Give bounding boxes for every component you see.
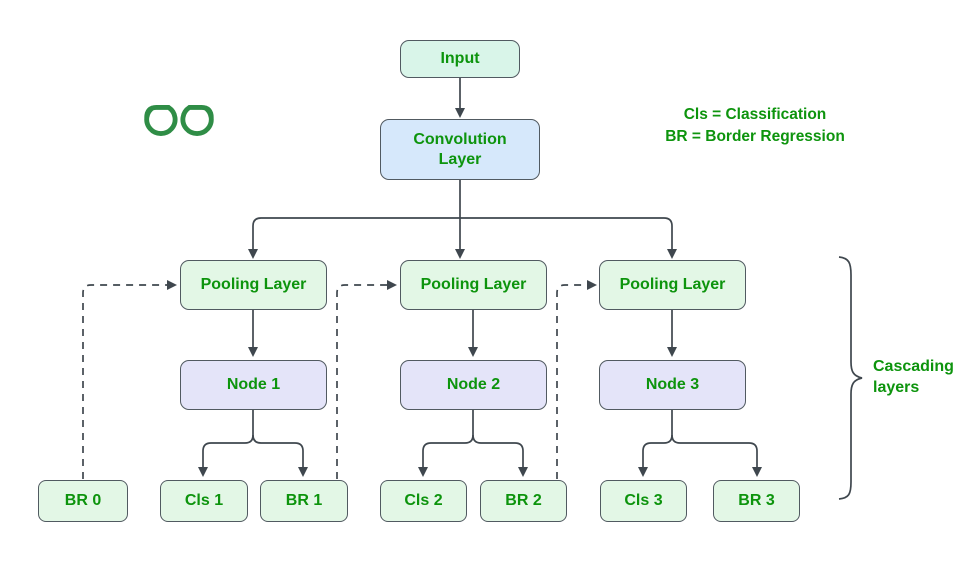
logo-right-g (180, 105, 214, 137)
node-pooling-layer-1: Pooling Layer (180, 260, 327, 310)
edge-node3-br3 (671, 434, 762, 477)
node-cls2-label: Cls 2 (404, 492, 443, 509)
node-br2: BR 2 (480, 480, 567, 522)
edge-conv-pooling1 (248, 217, 460, 259)
node-node1: Node 1 (180, 360, 327, 410)
logo-left-g (144, 105, 178, 137)
cascading-layers-line1: Cascading (873, 358, 954, 375)
node-br3-label: BR 3 (738, 492, 775, 509)
geeksforgeeks-logo-icon (144, 105, 214, 137)
cascading-layers-label: Cascading layers (873, 356, 960, 398)
node-node2-label: Node 2 (446, 376, 501, 393)
edge-node2-cls2 (418, 410, 474, 477)
node-node3: Node 3 (599, 360, 746, 410)
legend-line-br: BR = Border Regression (665, 127, 845, 145)
node-br3: BR 3 (713, 480, 800, 522)
node-pooling-layer-2: Pooling Layer (400, 260, 547, 310)
node-cls1-label: Cls 1 (184, 492, 224, 509)
node-cls3: Cls 3 (600, 480, 687, 522)
node-node3-label: Node 3 (645, 376, 700, 393)
node-cls1: Cls 1 (160, 480, 248, 522)
node-br0: BR 0 (38, 480, 128, 522)
node-node2: Node 2 (400, 360, 547, 410)
legend-line-cls: Cls = Classification (683, 106, 827, 123)
cascading-layers-line2: layers (873, 379, 920, 396)
node-pooling-layer-1-label: Pooling Layer (200, 276, 307, 293)
node-br1-label: BR 1 (285, 492, 323, 509)
edge-node2-br2 (472, 434, 528, 477)
cascading-brace (838, 256, 863, 500)
node-input: Input (400, 40, 520, 78)
node-pooling-layer-3: Pooling Layer (599, 260, 746, 310)
node-pooling-layer-2-label: Pooling Layer (420, 276, 527, 293)
solid-connectors (198, 78, 762, 477)
node-br2-label: BR 2 (505, 492, 542, 509)
node-pooling-layer-3-label: Pooling Layer (619, 276, 726, 293)
dashed-connectors (82, 280, 597, 479)
edge-conv-pooling3 (460, 217, 677, 259)
legend: Cls = Classification BR = Border Regress… (615, 104, 895, 147)
edge-node1-br1 (252, 434, 308, 477)
node-br1: BR 1 (260, 480, 348, 522)
node-br0-label: BR 0 (64, 492, 102, 509)
edge-node1-cls1 (198, 410, 254, 477)
node-convolution-layer: Convolution Layer (380, 119, 540, 180)
node-node1-label: Node 1 (226, 376, 281, 393)
node-cls3-label: Cls 3 (624, 492, 663, 509)
edge-br2-pooling3 (556, 280, 597, 479)
edge-node3-cls3 (638, 410, 673, 477)
edge-br1-pooling2 (336, 280, 397, 479)
node-input-label: Input (440, 50, 480, 67)
node-cls2: Cls 2 (380, 480, 467, 522)
node-convolution-layer-label: Convolution Layer (413, 130, 507, 168)
edge-br0-pooling1 (82, 280, 177, 479)
